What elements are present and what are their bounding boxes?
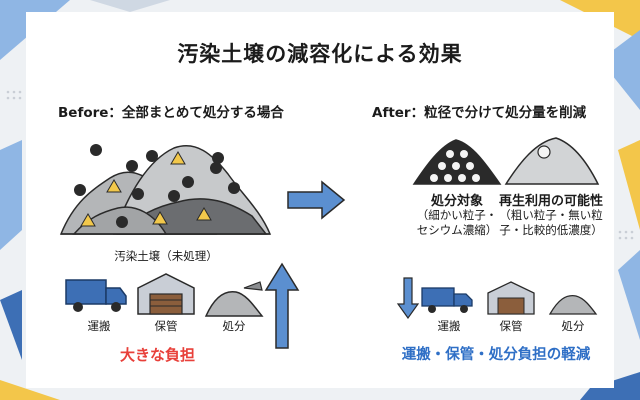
reuse-pile bbox=[504, 137, 600, 185]
right-arrow-icon bbox=[287, 180, 346, 220]
truck-icon bbox=[65, 279, 127, 312]
reuse-pile-title: 再生利用の可能性 bbox=[498, 194, 603, 209]
reuse-pile-note-1: （粗い粒子・無い粒 bbox=[499, 208, 603, 222]
before-heading: Before：全部まとめて処分する場合 bbox=[58, 105, 284, 121]
cs-particles bbox=[74, 144, 240, 228]
after-step-storage: 保管 bbox=[499, 319, 523, 333]
after-step-transport: 運搬 bbox=[437, 319, 461, 333]
disposal-target-note-2: セシウム濃縮） bbox=[416, 223, 498, 237]
disposal-target-title: 処分対象 bbox=[430, 194, 483, 209]
reuse-pile-note-2: 子・比較的低濃度） bbox=[499, 223, 603, 237]
untreated-soil-pile bbox=[59, 144, 272, 235]
truck-icon-small bbox=[421, 287, 473, 313]
before-step-disposal: 処分 bbox=[222, 319, 246, 333]
page-title: 汚染土壌の減容化による効果 bbox=[177, 42, 463, 66]
disposal-icon-small bbox=[548, 294, 598, 315]
after-result-text: 運搬・保管・処分負担の軽減 bbox=[401, 347, 591, 363]
disposal-icon bbox=[204, 281, 264, 317]
warehouse-icon bbox=[137, 273, 195, 315]
after-step-disposal: 処分 bbox=[561, 319, 585, 333]
warehouse-icon-small bbox=[487, 281, 535, 315]
untreated-soil-label: 汚染土壌（未処理） bbox=[114, 249, 218, 263]
after-heading: After：粒径で分けて処分量を削減 bbox=[372, 105, 587, 121]
down-arrow-icon bbox=[396, 277, 420, 320]
disposal-target-note-1: （細かい粒子・ bbox=[416, 208, 498, 222]
before-step-transport: 運搬 bbox=[87, 319, 111, 333]
disposal-target-pile bbox=[412, 139, 502, 185]
up-arrow-icon bbox=[264, 262, 300, 349]
before-result-text: 大きな負担 bbox=[120, 346, 196, 364]
before-step-storage: 保管 bbox=[154, 319, 178, 333]
